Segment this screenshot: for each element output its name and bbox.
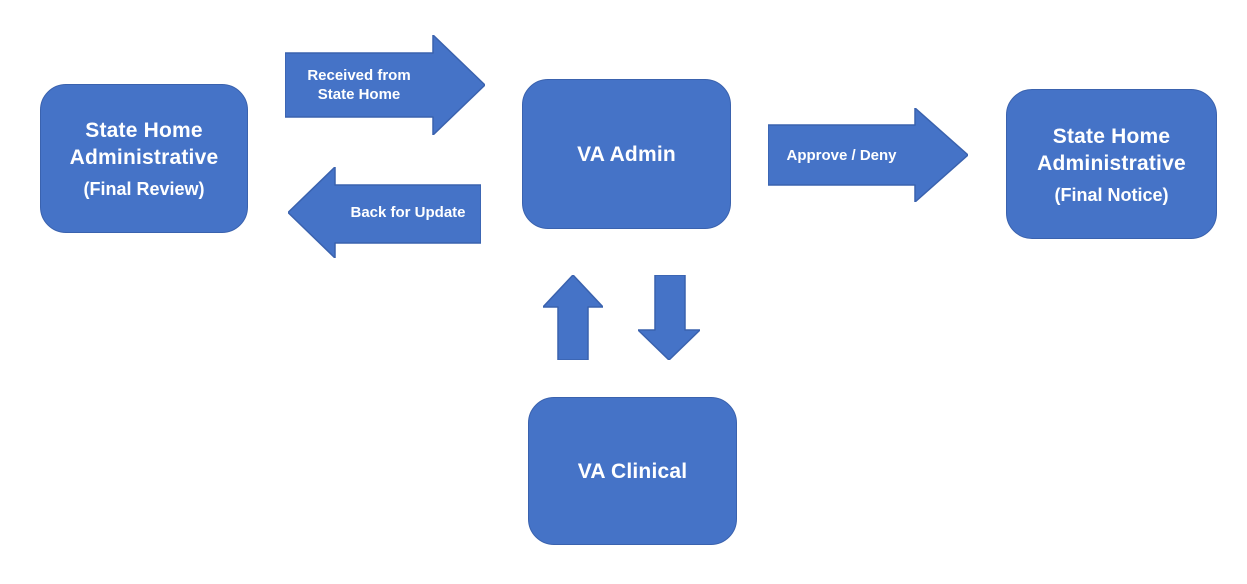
connector-approve-deny: Approve / Deny	[768, 108, 968, 202]
node-title-line: VA Admin	[577, 142, 676, 166]
connector-admin-to-clinical	[638, 275, 700, 360]
node-title-line: Administrative	[1037, 151, 1186, 175]
node-title-line: State Home	[85, 119, 203, 142]
node-subtitle: (Final Notice)	[1054, 184, 1169, 205]
node-title-line: Administrative	[69, 146, 219, 169]
left-arrow-icon	[288, 167, 481, 258]
right-arrow-icon	[285, 35, 485, 135]
node-va-admin: VA Admin	[522, 79, 731, 229]
node-va-clinical: VA Clinical	[528, 397, 737, 545]
node-subtitle: (Final Review)	[83, 179, 205, 199]
node-title-line: State Home	[1052, 124, 1171, 148]
node-state-home-administrative-final-review: State Home Administrative (Final Review)	[40, 84, 248, 233]
down-arrow-icon	[638, 275, 700, 360]
connector-received-from-state-home: Received from State Home	[285, 35, 485, 135]
right-arrow-icon	[768, 108, 968, 202]
up-arrow-icon	[543, 275, 603, 360]
node-title-line: VA Clinical	[577, 459, 688, 483]
connector-clinical-to-admin	[543, 275, 603, 360]
connector-back-for-update: Back for Update	[288, 167, 481, 258]
node-state-home-administrative-final-notice: State Home Administrative (Final Notice)	[1006, 89, 1217, 239]
